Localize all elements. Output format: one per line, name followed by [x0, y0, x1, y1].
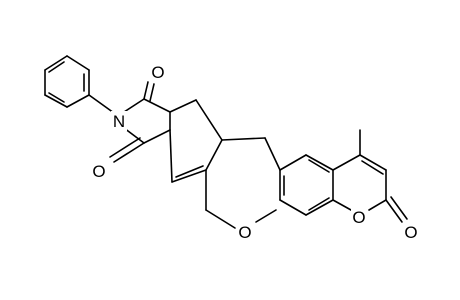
atom-label-o-lactone-ring: O	[351, 207, 368, 227]
svg-text:N: N	[113, 112, 125, 131]
svg-text:O: O	[404, 223, 417, 242]
oxepine-ring	[205, 137, 281, 229]
svg-text:O: O	[238, 223, 251, 242]
atom-label-o-ether: O	[237, 222, 254, 242]
svg-text:O: O	[151, 63, 164, 82]
svg-text:O: O	[92, 162, 105, 181]
atom-label-o-imide-bottom: O	[91, 161, 108, 181]
n-phenyl-bond	[88, 94, 115, 114]
atom-label-o-imide-top: O	[150, 62, 167, 82]
atom-label-n: N	[111, 111, 127, 131]
cyclohexene-ring	[169, 99, 223, 183]
imide-ring	[109, 81, 171, 163]
benzene-ring	[279, 154, 334, 216]
pyranone-ring	[332, 129, 408, 223]
svg-text:O: O	[352, 208, 365, 227]
atom-label-o-lactone-carbonyl: O	[403, 222, 420, 242]
phenyl-ring	[44, 55, 90, 108]
